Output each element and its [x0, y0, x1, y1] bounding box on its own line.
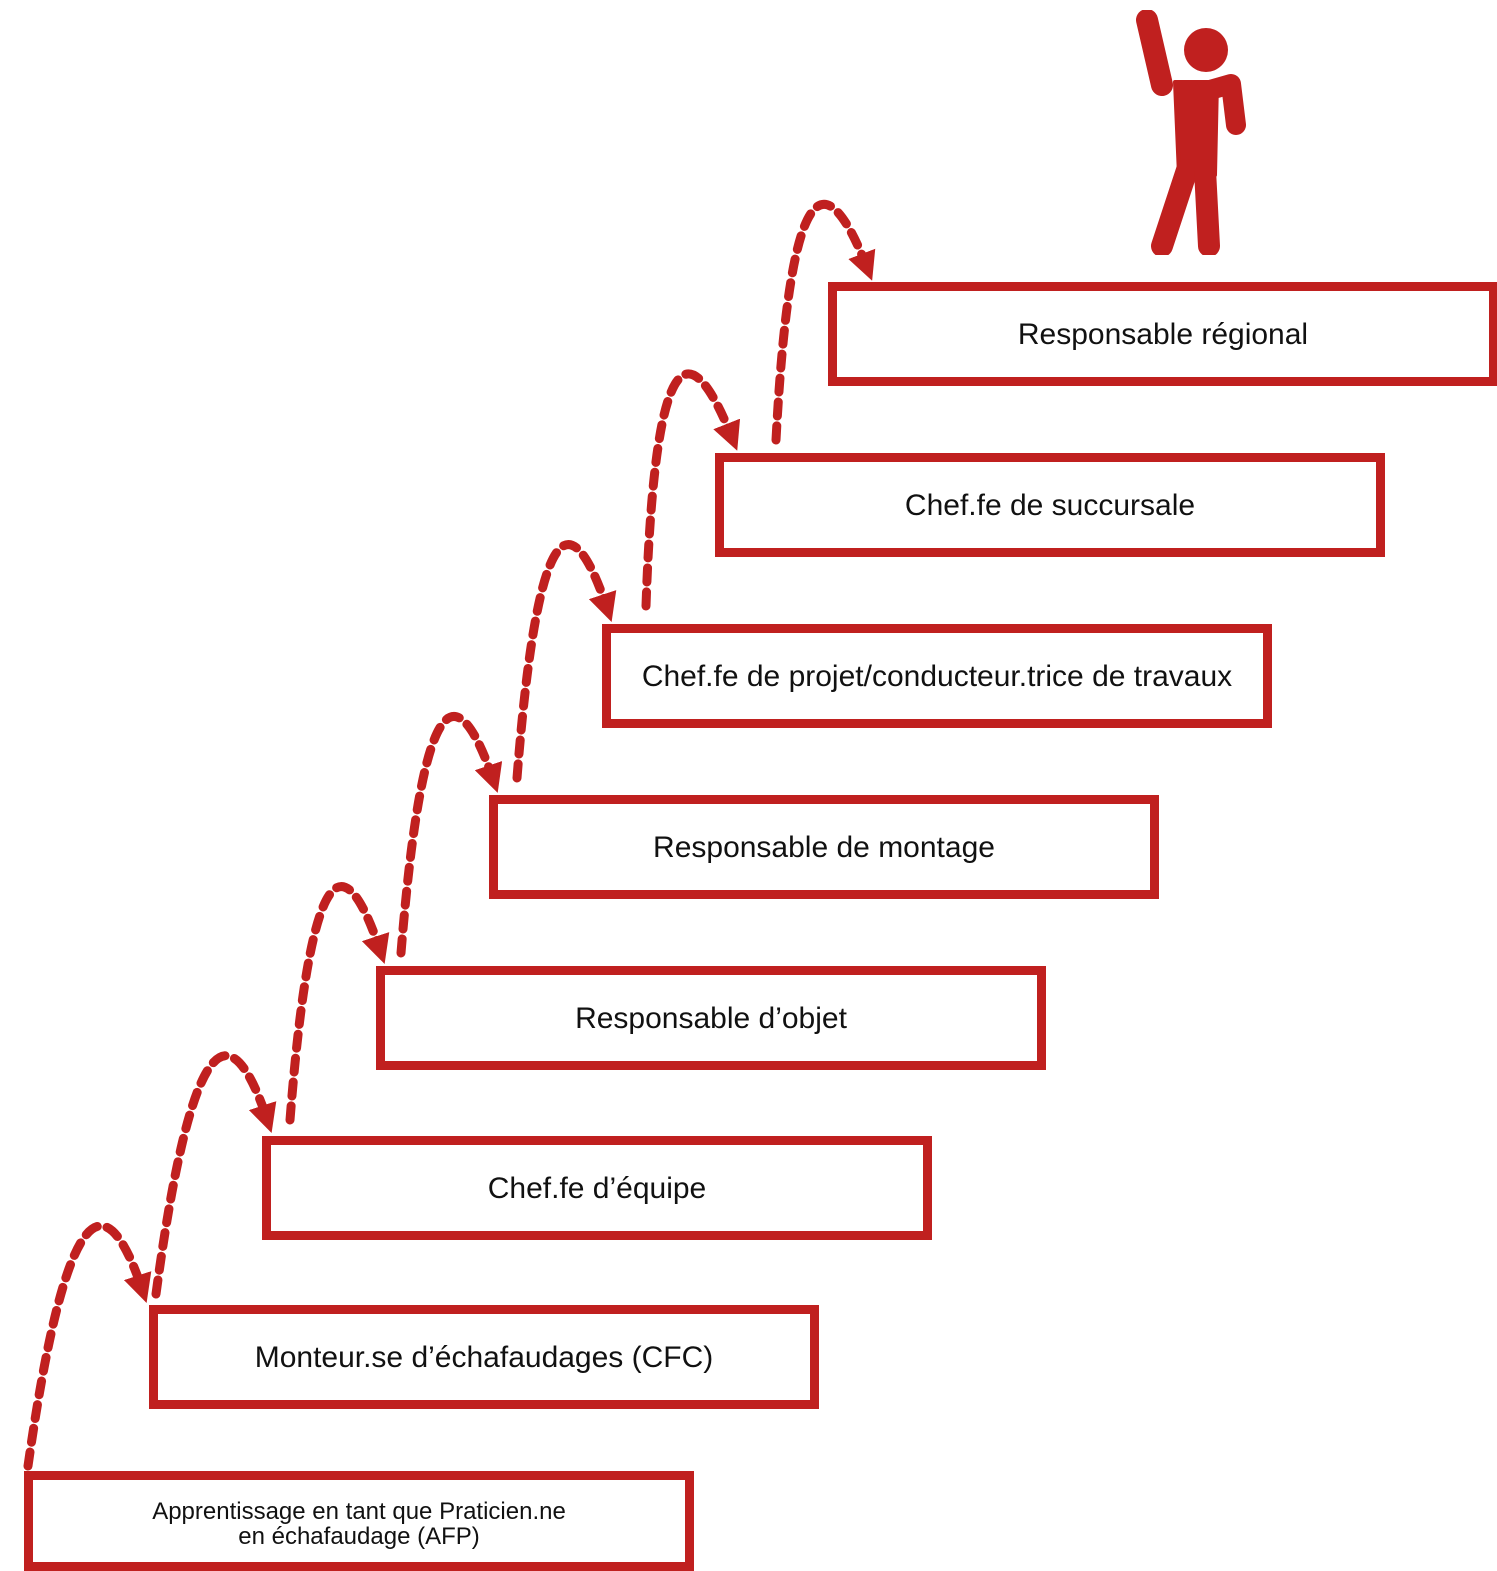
step-label-regional-manager: Responsable régional — [1017, 317, 1309, 351]
step-box-project-manager: Chef.fe de projet/conducteur.trice de tr… — [602, 624, 1272, 728]
celebrating-person-icon — [1136, 10, 1246, 255]
dashed-curved-arrow-icon — [285, 882, 390, 1125]
step-label-project-manager: Chef.fe de projet/conducteur.trice de tr… — [641, 659, 1233, 693]
step-label-team-leader: Chef.fe d’équipe — [487, 1171, 707, 1205]
step-label-afp: Apprentissage en tant que Praticien.ne e… — [152, 1497, 566, 1550]
dashed-curved-arrow-icon — [151, 1051, 277, 1299]
dashed-curved-arrow-icon — [512, 540, 617, 783]
step-box-regional-manager: Responsable régional — [828, 282, 1497, 386]
step-box-afp: Apprentissage en tant que Praticien.ne e… — [24, 1471, 694, 1571]
step-label-branch-manager: Chef.fe de succursale — [904, 488, 1196, 522]
step-box-team-leader: Chef.fe d’équipe — [262, 1136, 932, 1240]
dashed-curved-arrow-icon — [771, 199, 876, 445]
step-box-cfc: Monteur.se d’échafaudages (CFC) — [149, 1305, 819, 1409]
step-label-assembly-manager: Responsable de montage — [653, 830, 995, 864]
step-label-object-manager: Responsable d’objet — [575, 1001, 847, 1035]
dashed-curved-arrow-icon — [396, 712, 503, 958]
step-box-assembly-manager: Responsable de montage — [489, 795, 1159, 899]
dashed-curved-arrow-icon — [23, 1221, 152, 1471]
step-box-object-manager: Responsable d’objet — [376, 966, 1046, 1070]
step-label-cfc: Monteur.se d’échafaudages (CFC) — [254, 1340, 714, 1374]
step-box-branch-manager: Chef.fe de succursale — [715, 453, 1385, 557]
dashed-curved-arrow-icon — [641, 369, 741, 611]
